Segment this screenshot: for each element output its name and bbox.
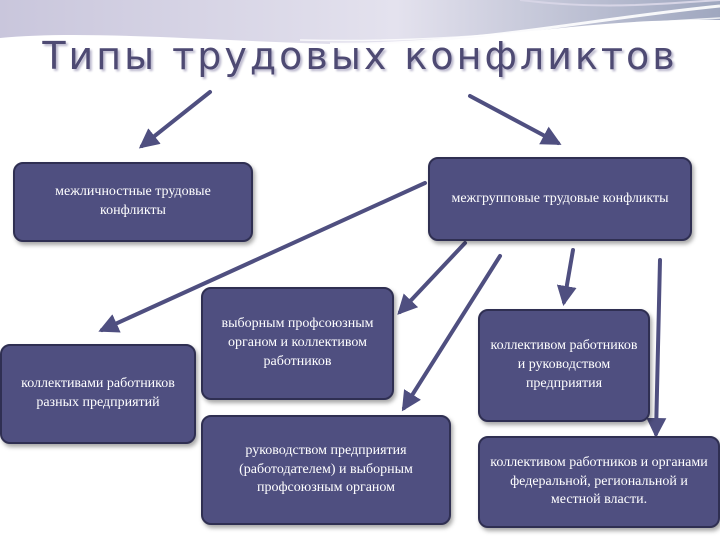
arrow-to-collectives-enterprises: [98, 181, 427, 333]
node-intergroup-conflicts: межгрупповые трудовые конфликты: [428, 157, 692, 241]
node-collective-and-authorities: коллективом работников и органами федера…: [478, 436, 720, 528]
node-interpersonal-label: межличностные трудовые конфликты: [55, 184, 211, 218]
arrow-to-union-collective: [397, 241, 467, 315]
node-collectives-different-enterprises-label: коллективами работников разных предприят…: [21, 376, 175, 410]
header-banner: [0, 0, 720, 46]
node-collective-and-management: коллективом работников и руководством пр…: [478, 309, 650, 422]
arrow-to-management-union: [401, 254, 502, 412]
node-management-and-union-label: руководством предприятия (работодателем)…: [239, 442, 413, 496]
arrow-to-intergroup: [468, 94, 562, 145]
node-collectives-different-enterprises: коллективами работников разных предприят…: [0, 344, 196, 444]
node-collective-and-authorities-label: коллективом работников и органами федера…: [490, 454, 708, 508]
node-collective-and-management-label: коллективом работников и руководством пр…: [490, 338, 638, 391]
arrow-to-collective-management: [556, 248, 577, 306]
page-title: Типы трудовых конфликтов: [42, 34, 678, 78]
node-management-and-union: руководством предприятия (работодателем)…: [201, 415, 451, 525]
node-intergroup-label: межгрупповые трудовые конфликты: [451, 190, 669, 206]
node-interpersonal-conflicts: межличностные трудовые конфликты: [13, 162, 253, 242]
node-union-and-collective-label: выборным профсоюзным органом и коллектив…: [221, 316, 374, 369]
arrow-to-collective-authorities: [646, 258, 667, 438]
node-union-and-collective: выборным профсоюзным органом и коллектив…: [201, 287, 394, 400]
arrow-to-interpersonal: [138, 90, 212, 149]
